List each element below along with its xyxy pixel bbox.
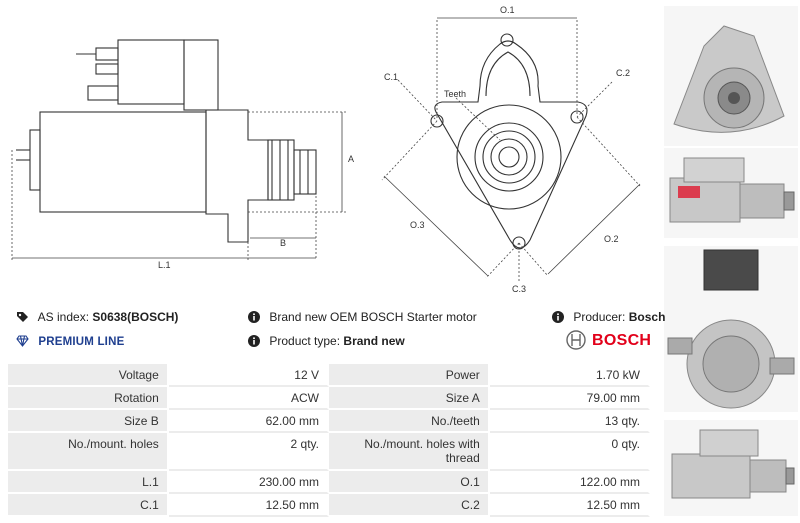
product-photo-side [664, 148, 798, 238]
dim-label-b: B [280, 238, 286, 248]
spec-value: ACW [168, 387, 329, 410]
spec-value: 0 qty. [489, 433, 650, 471]
spec-value: 2 qty. [168, 433, 329, 471]
dim-label-c3: C.3 [512, 284, 526, 294]
tag-icon [17, 312, 28, 322]
spec-value: 13 qty. [489, 410, 650, 433]
spec-label: Power [328, 364, 490, 387]
spec-label: Rotation [8, 387, 169, 410]
teeth-label: Teeth [444, 89, 466, 99]
spec-label: Size B [8, 410, 169, 433]
spec-label: No./mount. holes with thread [328, 433, 490, 471]
premium-line-label: PREMIUM LINE [38, 336, 125, 348]
spec-label: Size A [328, 387, 490, 410]
info-icon [248, 311, 260, 323]
pinion-teeth [490, 138, 528, 176]
dim-label-c2: C.2 [616, 68, 630, 78]
spec-value: 12 V [168, 364, 329, 387]
spec-value: 12.50 mm [168, 494, 329, 517]
spec-label: L.1 [8, 471, 169, 494]
dim-label-o2: O.2 [604, 234, 619, 244]
bosch-logo-icon [566, 330, 586, 350]
dim-label-c1: C.1 [384, 72, 398, 82]
producer-value: Bosch [628, 310, 666, 324]
spec-value: 12.50 mm [489, 494, 650, 517]
spec-label: C.2 [328, 494, 490, 517]
housing-circle [456, 104, 562, 210]
info-icon [248, 335, 260, 347]
spec-value: 62.00 mm [168, 410, 329, 433]
spec-label: O.1 [328, 471, 490, 494]
spec-value: 1.70 kW [489, 364, 650, 387]
as-index-value: S0638(BOSCH) [92, 310, 179, 324]
front-view [430, 33, 588, 250]
dim-label-o1: O.1 [500, 5, 515, 15]
spec-value: 230.00 mm [168, 471, 329, 494]
as-index-label: AS index: [37, 310, 90, 324]
bosch-logo-text: BOSCH [592, 332, 652, 349]
spec-value: 79.00 mm [489, 387, 650, 410]
dimension-lines [11, 111, 346, 262]
description-line: Brand new OEM BOSCH Starter motor [248, 310, 477, 324]
producer-line: Producer: Bosch [552, 310, 665, 324]
mount-hole-c2 [570, 110, 584, 124]
mount-hole-c1 [430, 114, 444, 128]
product-photo-top [664, 420, 798, 516]
product-type-label: Product type: [269, 334, 341, 348]
solenoid [117, 39, 185, 105]
dim-label-l1: L.1 [158, 260, 171, 270]
spec-label: No./teeth [328, 410, 490, 433]
product-type-line: Product type: Brand new [248, 334, 405, 348]
technical-drawing: A B L.1 O.1 C.1 C.2 C.3 [11, 5, 641, 294]
producer-label: Producer: [573, 310, 626, 324]
mounting-flange [434, 40, 588, 249]
spec-value: 122.00 mm [489, 471, 650, 494]
info-icon [552, 311, 564, 323]
dim-label-o3: O.3 [410, 220, 425, 230]
spec-label: C.1 [8, 494, 169, 517]
motor-body [39, 111, 207, 213]
product-photo-rear [664, 246, 798, 412]
dim-label-a: A [348, 154, 354, 164]
side-view [16, 39, 317, 243]
product-photo-front [664, 6, 798, 146]
premium-line-badge: PREMIUM LINE [16, 334, 124, 349]
product-type-value: Brand new [343, 334, 405, 348]
description-text: Brand new OEM BOSCH Starter motor [269, 310, 477, 324]
spec-label: No./mount. holes [8, 433, 169, 471]
spec-label: Voltage [8, 364, 169, 387]
as-index: AS index: S0638(BOSCH) [16, 310, 178, 324]
diamond-icon [16, 335, 29, 347]
